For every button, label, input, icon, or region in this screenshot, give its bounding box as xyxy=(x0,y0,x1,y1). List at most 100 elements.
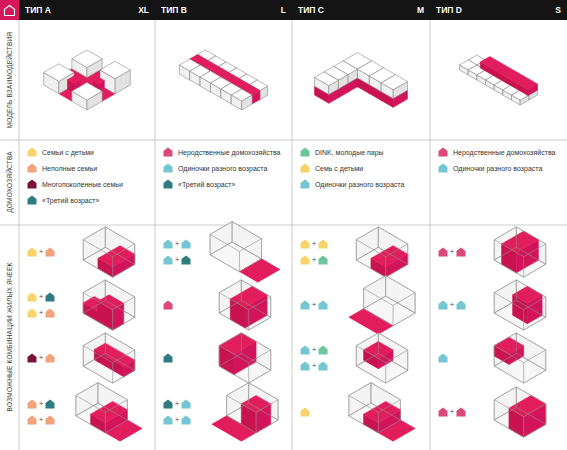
wireframe-edge xyxy=(83,293,112,310)
household-icon xyxy=(164,416,173,425)
legend-text: DINK, молодые пары xyxy=(315,149,384,156)
wireframe-edge xyxy=(371,383,400,400)
wireframe-edge xyxy=(241,300,270,317)
wireframe-edge xyxy=(83,247,105,260)
highlight-face xyxy=(93,78,104,84)
household-icon xyxy=(182,240,191,249)
plus-sign: + xyxy=(312,256,317,264)
row-header: ДОМОХОЗЯЙСТВА xyxy=(6,151,13,213)
wireframe-edge xyxy=(349,416,378,433)
household-icon xyxy=(28,400,37,409)
household-icon xyxy=(301,346,310,355)
wireframe-edge xyxy=(524,424,546,437)
legend-item: Одиночки разного возраста xyxy=(163,163,267,173)
wireframe-edge xyxy=(356,240,357,260)
wireframe-edge xyxy=(523,310,524,330)
wireframe-edge xyxy=(219,293,220,313)
unit-combination xyxy=(349,276,415,334)
wireframe-edge xyxy=(356,260,385,277)
wireframe-edge xyxy=(516,407,545,424)
household-swatch xyxy=(439,164,448,173)
unit-combination xyxy=(219,280,271,330)
wireframe-edge xyxy=(348,395,349,415)
highlight-face xyxy=(480,57,537,90)
wireframe-edge xyxy=(386,276,415,293)
row-header: ВОЗМОЖНЫЕ КОМБИНАЦИИ ЖИЛЫХ ЯЧЕЕК xyxy=(6,263,13,412)
household-icon xyxy=(164,354,173,363)
wireframe-edge xyxy=(76,395,105,412)
wireframe-edge xyxy=(105,400,127,413)
interaction-model xyxy=(315,53,408,108)
unit-combination xyxy=(494,387,546,437)
wireframe-edge xyxy=(256,420,278,433)
household-swatch xyxy=(301,180,310,189)
wireframe-edge xyxy=(524,317,546,330)
highlight-face xyxy=(371,246,408,267)
type-name: ТИП D xyxy=(436,5,462,15)
wireframe-edge xyxy=(248,383,249,403)
wireframe-edge xyxy=(400,400,401,420)
interaction-model xyxy=(44,50,131,110)
plus-sign: + xyxy=(175,240,180,248)
household-icon xyxy=(28,248,37,257)
wireframe-edge xyxy=(112,310,113,330)
legend-item: DINK, молодые пары xyxy=(300,147,384,157)
wireframe-edge xyxy=(97,383,98,403)
household-swatch xyxy=(301,148,310,157)
unit-combination xyxy=(494,333,546,383)
building-face xyxy=(72,83,102,101)
legend-item: Неродственные домохозяйства xyxy=(163,147,281,157)
household-icon xyxy=(301,256,310,265)
wireframe-edge xyxy=(113,244,135,257)
wireframe-edge xyxy=(248,310,249,330)
plus-sign: + xyxy=(450,248,455,256)
wireframe-edge xyxy=(364,309,393,326)
wireframe-edge xyxy=(83,333,105,346)
plus-sign: + xyxy=(312,301,317,309)
unit-combination xyxy=(494,280,546,330)
wireframe-edge xyxy=(494,240,495,260)
household-icon xyxy=(319,256,328,265)
wireframe-edge xyxy=(219,353,241,366)
wireframe-edge xyxy=(494,280,516,293)
wireframe-edge xyxy=(494,346,495,366)
building-face xyxy=(231,89,252,101)
wireframe-edge xyxy=(378,227,379,247)
wireframe-edge xyxy=(134,244,135,264)
highlight-face xyxy=(219,333,256,354)
household-icon xyxy=(46,354,55,363)
corner-badge xyxy=(0,0,19,20)
wireframe-edge xyxy=(83,293,84,313)
household-icon xyxy=(28,293,37,302)
building-face xyxy=(100,61,130,79)
household-icon xyxy=(164,301,173,310)
household-icon xyxy=(301,362,310,371)
type-header: ТИП CM xyxy=(292,0,430,20)
plus-sign: + xyxy=(175,416,180,424)
household-swatch xyxy=(164,148,173,157)
legend-text: Одиночки разного возраста xyxy=(315,181,404,188)
wireframe-edge xyxy=(494,346,523,363)
wireframe-edge xyxy=(545,404,546,424)
plus-sign: + xyxy=(450,301,455,309)
wireframe-edge xyxy=(524,264,546,277)
wireframe-edge xyxy=(113,264,135,277)
wireframe-edge xyxy=(494,313,523,330)
wireframe-edge xyxy=(349,403,371,416)
household-icon xyxy=(164,240,173,249)
plus-sign: + xyxy=(39,293,44,301)
wireframe-edge xyxy=(241,333,242,353)
household-swatch xyxy=(28,148,37,157)
wireframe-edge xyxy=(356,247,378,260)
unit-combination xyxy=(219,333,271,383)
wireframe-edge xyxy=(112,363,113,383)
legend-swatch xyxy=(300,147,310,157)
highlight-face xyxy=(91,401,128,422)
wireframe-edge xyxy=(83,313,112,330)
wireframe-edge xyxy=(219,346,248,363)
building-face xyxy=(72,50,102,68)
wireframe-edge xyxy=(378,333,407,350)
wireframe-edge xyxy=(105,333,134,350)
wireframe-edge xyxy=(219,280,241,293)
wireframe-edge xyxy=(249,297,271,310)
